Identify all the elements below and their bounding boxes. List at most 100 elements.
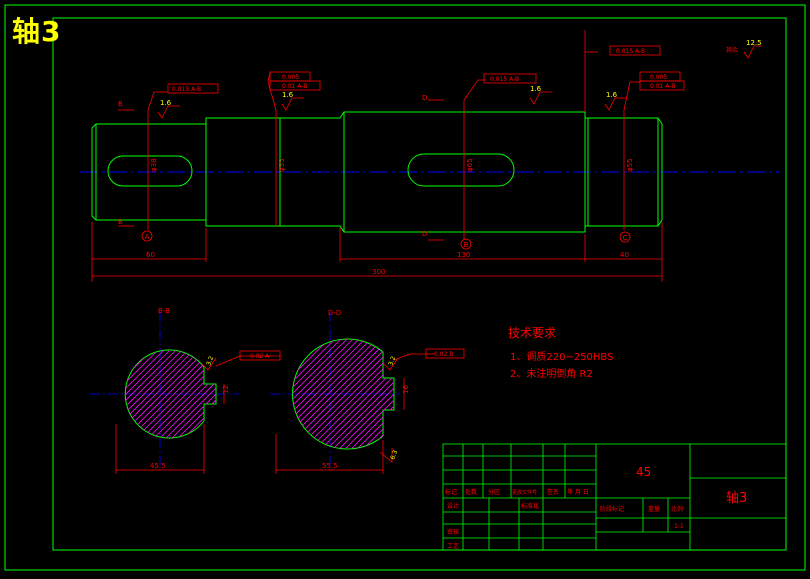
roughness-others-value: 12.5 [746, 39, 762, 47]
datum-markers [141, 230, 631, 250]
title-block [442, 443, 787, 551]
dim-dia-4: φ55 [626, 158, 634, 172]
section-d-roughness: 3.2 [387, 355, 397, 367]
hatch-line [292, 339, 394, 449]
hatch-line [356, 339, 394, 449]
tol-5b: 0.01 A-B [650, 83, 675, 90]
section-d-width: 55.5 [322, 462, 338, 470]
tb-standard: 标准化 [521, 502, 539, 510]
hatch-line [125, 350, 177, 439]
dim-dia-3: φ65 [466, 158, 474, 172]
hatch-line [292, 339, 366, 449]
dimensions [91, 30, 663, 282]
mark-d-top: D [422, 94, 427, 102]
hatch-line [183, 350, 216, 439]
section-d-label: D-D [328, 309, 341, 317]
section-b [90, 312, 240, 470]
hatch-line [171, 350, 216, 439]
tol-2a: 0.005 [282, 74, 299, 81]
hatch-line [159, 350, 216, 439]
section-annotations [115, 348, 465, 474]
tol-3: 0.015 A-B [490, 76, 519, 83]
tb-scale-label: 比例 [671, 505, 683, 513]
tech-req-item-2: 2、未注明倒角 R2 [510, 367, 593, 380]
hatch-line [125, 350, 213, 439]
shaft-outline [91, 111, 663, 233]
tech-req-heading: 技术要求 [508, 326, 556, 340]
hatch-line [147, 350, 216, 439]
section-b-width: 45.5 [150, 462, 166, 470]
dimension-texts: 60 130 40 300 φ38 φ55 φ65 φ55 B B D D [118, 94, 634, 276]
section-d-hatch [292, 339, 394, 449]
tb-material: 45 [636, 465, 651, 479]
tech-req-item-1: 1、调质220~250HBS [510, 351, 613, 363]
section-b-label: B-B [158, 307, 170, 315]
section-d [270, 312, 400, 470]
hatch-line [165, 350, 216, 439]
hatch-line [125, 350, 183, 439]
tol-5a: 0.005 [650, 74, 667, 81]
hatch-line [308, 339, 394, 449]
hatch-line [292, 339, 354, 449]
hatch-line [326, 339, 394, 449]
hatch-line [350, 339, 394, 449]
hatch-line [292, 339, 330, 449]
hatch-line [28, 350, 116, 438]
tb-scale-value: 1:1 [674, 523, 684, 530]
mark-b-top: B [118, 100, 123, 108]
roughness-3: 1.6 [530, 85, 542, 93]
datum-b: B [464, 241, 469, 249]
tb-label-4: 签名 [547, 488, 559, 496]
hatch-line [344, 339, 394, 449]
keyway-mid [407, 153, 515, 187]
hatch-line [292, 339, 336, 449]
section-b-keydepth: 12 [222, 385, 230, 394]
hatch-line [125, 350, 159, 439]
hatch-line [292, 339, 378, 449]
tb-review: 审核 [447, 528, 459, 536]
dim-right-length: 40 [620, 251, 629, 259]
mark-d-bottom: D [422, 230, 427, 238]
drawing-heading: 轴3 [12, 15, 62, 48]
hatch-line [292, 339, 372, 449]
mark-b-bottom: B [118, 218, 123, 226]
roughness-1: 1.6 [160, 99, 172, 107]
tb-label-0: 标记 [445, 488, 457, 496]
tb-design: 设计 [447, 502, 459, 510]
section-d-keydepth: 16 [402, 385, 410, 394]
roughness-2: 1.6 [282, 91, 294, 99]
section-b-tol: 0.02 A [250, 353, 270, 360]
roughness-others-label: 其余 [726, 46, 738, 54]
tb-label-5: 年 月 日 [567, 488, 589, 496]
tol-4: 0.015 A-B [616, 48, 645, 55]
tb-process: 工艺 [447, 542, 459, 550]
dim-mid-length: 130 [457, 251, 470, 259]
tb-label-3: 更改文件号 [512, 489, 537, 496]
hatch-line [292, 339, 342, 449]
inner-frame [52, 17, 787, 551]
tech-requirements: 技术要求 1、调质220~250HBS 2、未注明倒角 R2 [508, 326, 613, 380]
hatch-line [320, 339, 394, 449]
roughness-4: 1.6 [606, 91, 618, 99]
tb-weight: 重量 [648, 505, 660, 513]
hatch-line [153, 350, 216, 439]
hatch-line [125, 350, 153, 439]
keyway-left [107, 155, 193, 187]
hatch-line [362, 339, 394, 449]
hatch-line [332, 339, 394, 449]
datum-c: C [623, 234, 628, 242]
hatch-line [177, 350, 216, 439]
dim-dia-1: φ38 [150, 158, 158, 172]
tb-label-2: 分区 [488, 488, 500, 496]
hatch-line [292, 339, 384, 449]
tb-label-1: 处数 [465, 488, 477, 496]
datum-a: A [145, 233, 150, 241]
section-d-roughness-2: 6.3 [389, 449, 399, 461]
tol-2b: 0.01 A-B [282, 83, 307, 90]
hatch-line [125, 350, 171, 439]
dim-total-length: 300 [372, 268, 385, 276]
hatch-line [314, 339, 394, 449]
section-d-tol: 0.02 B [434, 351, 453, 358]
